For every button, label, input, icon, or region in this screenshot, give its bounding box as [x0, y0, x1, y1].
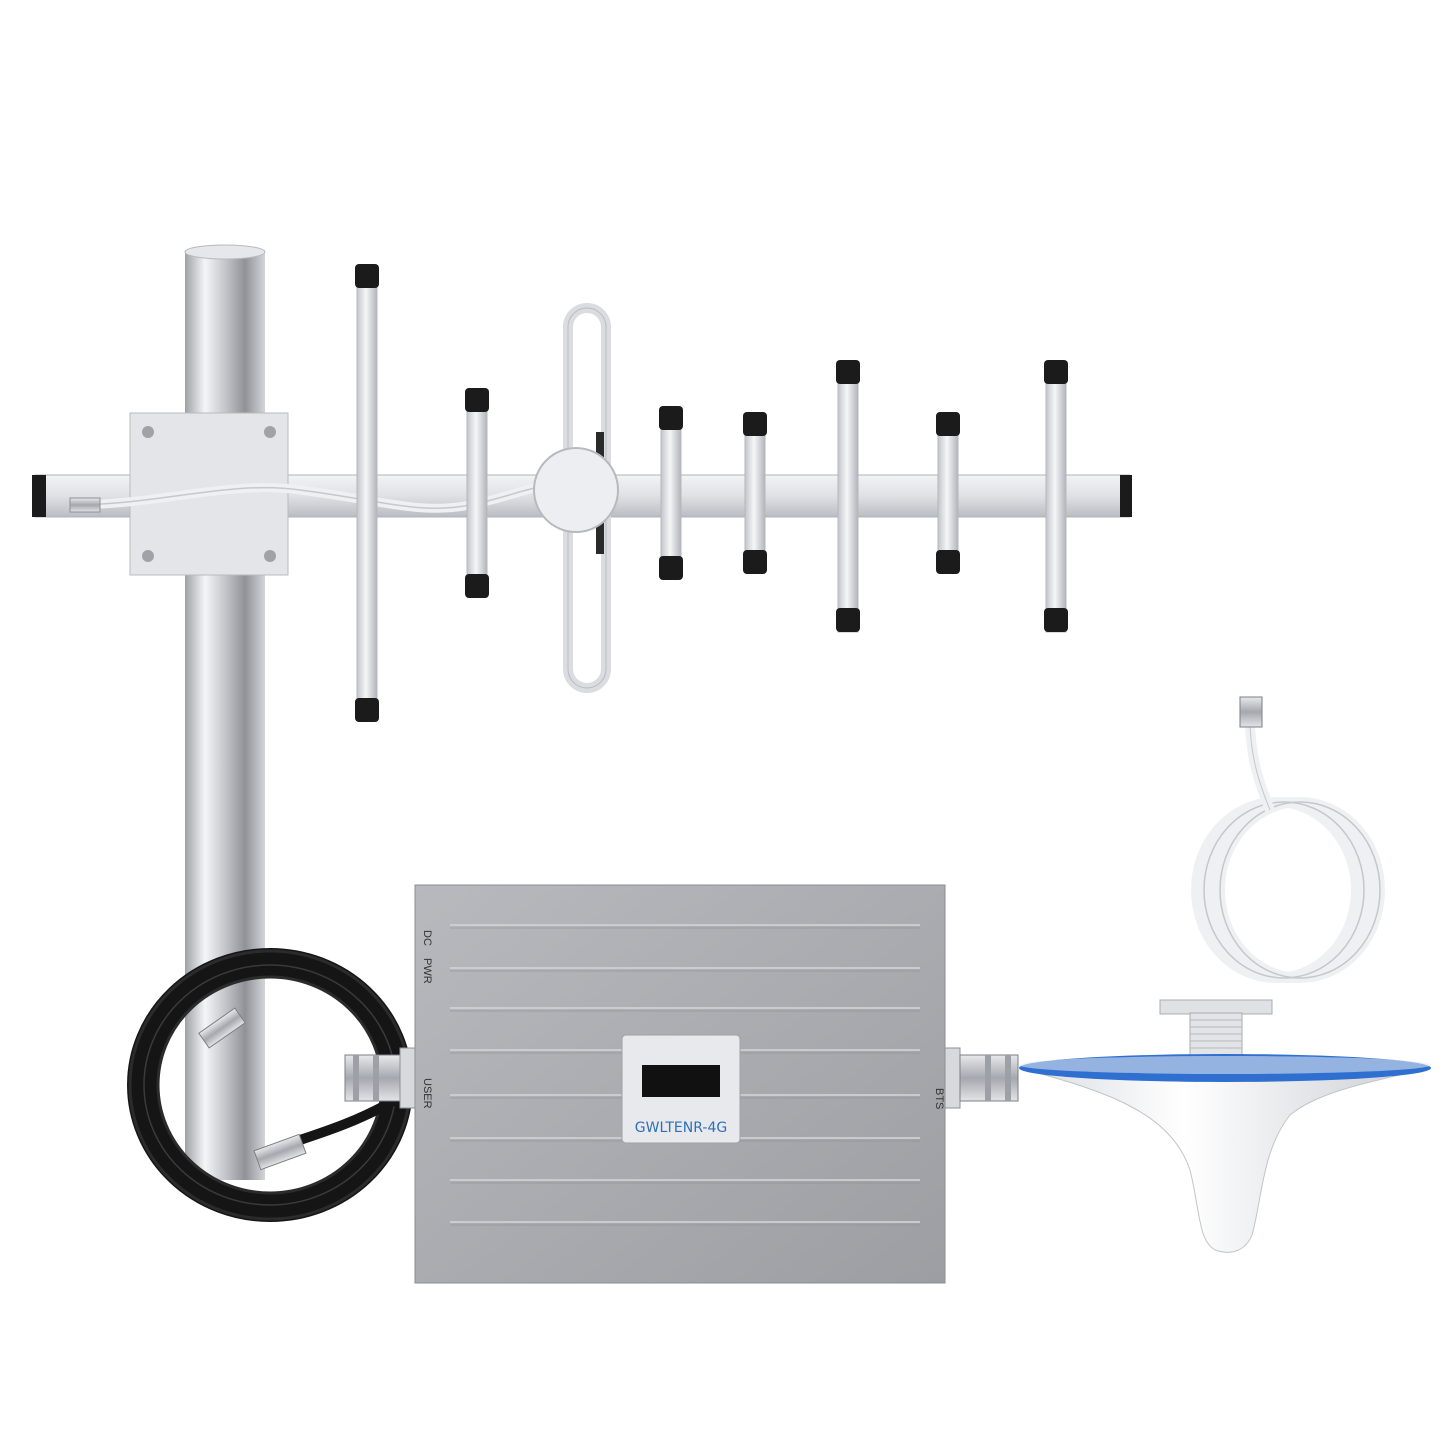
mount-bolt: [142, 550, 154, 562]
cable-connector: [198, 1007, 246, 1049]
lcd-display: [642, 1065, 720, 1097]
dome-mount-nut: [1159, 999, 1273, 1015]
boom-end-cap-right: [1120, 475, 1132, 517]
dome-mount-thread: [1189, 1012, 1243, 1060]
white-cable-coil: [1191, 797, 1385, 983]
label-dc: DC: [421, 930, 433, 946]
boom-end-cap-left: [32, 475, 46, 517]
antenna-element: [836, 360, 860, 633]
label-pwr: PWR: [421, 958, 433, 984]
antenna-element: [1044, 360, 1068, 633]
antenna-element: [355, 264, 379, 722]
antenna-element: [936, 412, 960, 574]
label-user: USER: [421, 1078, 433, 1109]
feed-connector: [69, 497, 101, 513]
yagi-antenna-icon: [32, 264, 1132, 722]
dipole-hub: [533, 447, 619, 533]
mast-pole-icon: [184, 244, 266, 1180]
antenna-element: [465, 388, 489, 598]
mount-bolt: [142, 426, 154, 438]
mount-bolt: [264, 426, 276, 438]
label-bts: BTS: [933, 1088, 945, 1109]
antenna-element: [659, 406, 683, 580]
white-cable-connector: [1239, 696, 1263, 728]
dome-body: [1019, 1067, 1431, 1253]
cable-connector: [253, 1133, 307, 1171]
user-port-connector: [344, 1047, 416, 1109]
ceiling-dome-antenna-icon: [1019, 696, 1431, 1253]
mount-bolt: [264, 550, 276, 562]
signal-booster-icon: DC PWR USER BTS GWLTENR-4G: [414, 884, 946, 1284]
model-label: GWLTENR-4G: [635, 1120, 727, 1136]
bts-port-connector: [944, 1047, 1019, 1109]
antenna-element: [743, 412, 767, 574]
